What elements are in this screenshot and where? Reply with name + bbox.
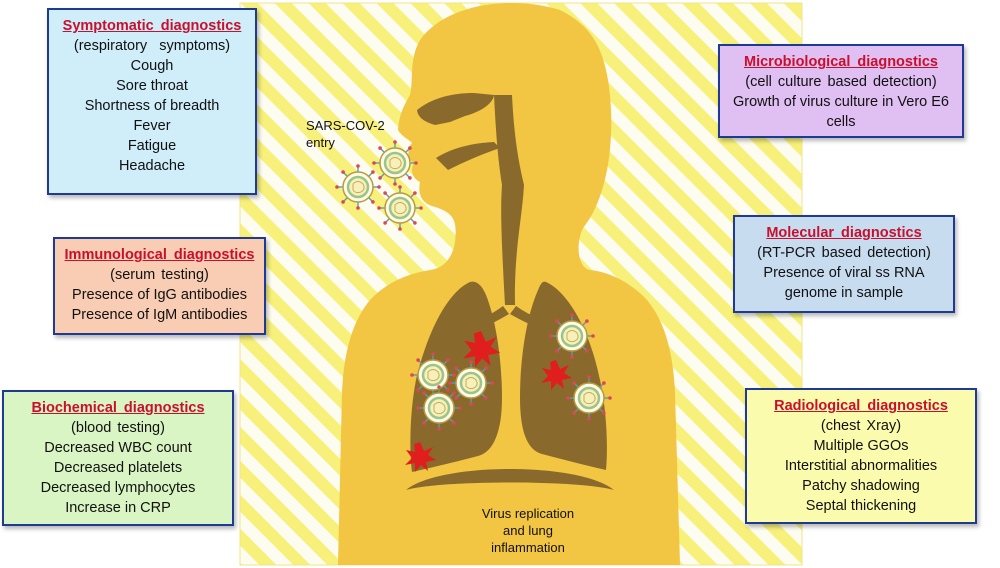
box-title: Radiological diagnostics xyxy=(774,398,948,414)
box-item: Fever xyxy=(133,118,171,134)
virus-particle xyxy=(446,358,496,408)
virus-particle xyxy=(408,350,458,400)
symptomatic-diagnostics-box: Symptomatic diagnostics (respiratory sym… xyxy=(47,8,257,195)
box-item: Decreased WBC count xyxy=(44,440,192,456)
box-item: Presence of IgM antibodies xyxy=(71,307,248,323)
box-item: Fatigue xyxy=(127,138,177,154)
box-subtitle: (respiratory symptoms) xyxy=(73,38,231,54)
radiological-diagnostics-box: Radiological diagnostics (chest Xray) Mu… xyxy=(745,388,977,524)
box-item: Cough xyxy=(130,58,174,74)
box-title: Immunological diagnostics xyxy=(64,247,255,263)
box-item: Sore throat xyxy=(116,78,188,94)
immunological-diagnostics-box: Immunological diagnostics (serum testing… xyxy=(53,237,266,335)
oral-cavity xyxy=(436,142,500,170)
box-item: Decreased platelets xyxy=(53,460,183,476)
box-title: Molecular diagnostics xyxy=(766,225,922,241)
microbiological-diagnostics-box: Microbiological diagnostics (cell cultur… xyxy=(718,44,964,138)
box-item: Multiple GGOs xyxy=(813,438,909,454)
box-item: Presence of viral ss RNA genome in sampl… xyxy=(763,265,925,301)
box-title: Microbiological diagnostics xyxy=(744,54,938,70)
box-item: Presence of IgG antibodies xyxy=(72,287,247,303)
box-subtitle: (cell culture based detection) xyxy=(745,74,937,90)
box-item: Patchy shadowing xyxy=(802,478,920,494)
diaphragm xyxy=(406,469,614,490)
box-subtitle: (RT-PCR based detection) xyxy=(757,245,931,261)
box-subtitle: (chest Xray) xyxy=(820,418,902,434)
left-lung xyxy=(410,281,502,472)
box-item: Interstitial abnormalities xyxy=(784,458,938,474)
virus-particle xyxy=(414,383,464,433)
virus-particle xyxy=(375,183,425,233)
box-subtitle: (blood testing) xyxy=(71,420,165,436)
box-item: Increase in CRP xyxy=(65,500,171,516)
virus-particle xyxy=(564,373,614,423)
box-item: Growth of virus culture in Vero E6 cells xyxy=(733,94,949,130)
trachea xyxy=(494,95,524,305)
box-subtitle: (serum testing) xyxy=(110,267,209,283)
virus-particle xyxy=(547,311,597,361)
box-item: Decreased lymphocytes xyxy=(40,480,196,496)
molecular-diagnostics-box: Molecular diagnostics (RT-PCR based dete… xyxy=(733,215,955,313)
biochemical-diagnostics-box: Biochemical diagnostics (blood testing) … xyxy=(2,390,234,526)
box-item: Shortness of breadth xyxy=(84,98,220,114)
box-title: Biochemical diagnostics xyxy=(31,400,205,416)
virus-particle xyxy=(333,162,383,212)
box-title: Symptomatic diagnostics xyxy=(62,18,242,34)
nasal-cavity xyxy=(417,93,494,125)
virus-entry-label: SARS-COV-2 entry xyxy=(306,118,385,150)
box-item: Septal thickening xyxy=(805,498,917,514)
virus-replication-label: Virus replication and lung inflammation xyxy=(481,506,575,555)
box-item: Headache xyxy=(118,158,186,174)
